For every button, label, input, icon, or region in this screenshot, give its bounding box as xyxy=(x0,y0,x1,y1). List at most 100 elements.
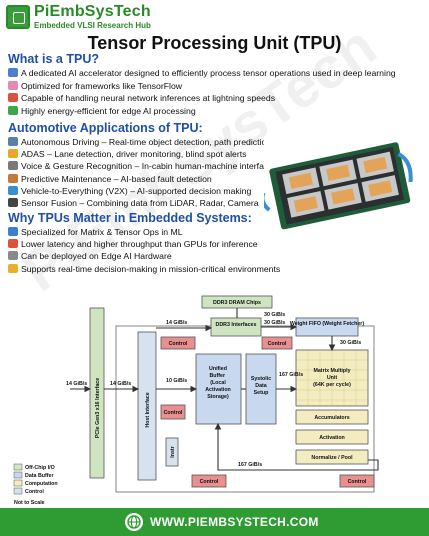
chart-down-icon xyxy=(8,239,18,249)
speaker-icon xyxy=(8,161,18,171)
instr-block xyxy=(165,437,179,467)
what-item: Capable of handling neural network infer… xyxy=(8,93,275,103)
ddr3-interfaces-label: DDR3 Interfaces xyxy=(216,322,257,328)
not-to-scale-label: Not to Scale xyxy=(14,500,45,506)
host-interface-block xyxy=(137,331,157,481)
section-heading-what: What is a TPU? xyxy=(8,52,99,66)
bw-14-host: 14 GiB/s xyxy=(110,381,131,387)
tpu-block-diagram: .bx{stroke:#555;stroke-width:0.8;} .lb{f… xyxy=(13,295,379,506)
why-item: Lower latency and higher throughput than… xyxy=(8,239,258,249)
activation-label: Activation xyxy=(319,435,345,441)
auto-item: Predictive Maintenance – AI-based fault … xyxy=(8,173,212,184)
control-block-5 xyxy=(339,474,375,488)
auto-item-text: ADAS – Lane detection, driver monitoring… xyxy=(21,149,247,160)
control-block-4 xyxy=(191,474,227,488)
auto-item-text: Sensor Fusion – Combining data from LiDA… xyxy=(21,198,259,208)
normalize-label: Normalize / Pool xyxy=(311,455,353,461)
wrench-icon xyxy=(8,251,18,261)
what-item-text: Optimized for frameworks like TensorFlow xyxy=(21,80,183,91)
pin-icon xyxy=(8,263,18,273)
why-item: Supports real-time decision-making in mi… xyxy=(8,263,281,274)
systolic-setup-block xyxy=(245,353,277,425)
auto-item: Voice & Gesture Recognition – In-cabin h… xyxy=(8,161,273,171)
why-item-text: Supports real-time decision-making in mi… xyxy=(21,263,281,274)
control-block-3 xyxy=(160,404,186,420)
magnifier-icon xyxy=(8,68,18,77)
page-title: Tensor Processing Unit (TPU) xyxy=(87,33,342,53)
control-label-4: Control xyxy=(200,479,219,485)
host-interface-label: Host Interface xyxy=(145,392,151,427)
legend-swatch xyxy=(13,479,23,487)
bw-10: 10 GiB/s xyxy=(166,378,187,384)
warning-icon xyxy=(8,149,18,159)
control-block-1 xyxy=(160,336,196,350)
globe-icon xyxy=(8,185,18,195)
auto-item: Autonomous Driving – Real-time object de… xyxy=(8,137,271,147)
legend-label: Control xyxy=(25,489,44,495)
normalize-pool-block xyxy=(295,449,369,465)
globe-icon xyxy=(125,513,143,531)
what-item: Highly energy-efficient for edge AI proc… xyxy=(8,105,196,116)
auto-item-text: Predictive Maintenance – AI-based fault … xyxy=(21,173,212,184)
auto-item-text: Vehicle-to-Everything (V2X) – AI-support… xyxy=(21,185,252,196)
auto-item: ADAS – Lane detection, driver monitoring… xyxy=(8,149,247,159)
brand-name: PiEmbSysTech xyxy=(34,3,151,20)
why-item: Can be deployed on Edge AI Hardware xyxy=(8,251,172,261)
car-icon xyxy=(8,137,18,146)
why-item-text: Specialized for Matrix & Tensor Ops in M… xyxy=(21,227,183,237)
control-label-1: Control xyxy=(169,341,188,347)
bw-14-left: 14 GiB/s xyxy=(66,381,87,387)
legend-swatch xyxy=(13,463,23,471)
control-label-2: Control xyxy=(268,341,287,347)
accumulators-label: Accumulators xyxy=(314,415,349,421)
legend-label: Data Buffer xyxy=(25,473,54,479)
bw-167b: 167 GiB/s xyxy=(238,462,262,468)
control-label-5: Control xyxy=(348,479,367,485)
why-item-text: Lower latency and higher throughput than… xyxy=(21,239,258,250)
rocket-icon xyxy=(8,93,18,102)
what-item: Optimized for frameworks like TensorFlow xyxy=(8,80,183,91)
brain-icon xyxy=(8,80,18,90)
control-block-2 xyxy=(261,336,293,350)
legend-label: Off-Chip I/O xyxy=(25,465,55,471)
why-item: Specialized for Matrix & Tensor Ops in M… xyxy=(8,227,183,237)
section-heading-why: Why TPUs Matter in Embedded Systems: xyxy=(8,211,252,225)
what-item-text: Highly energy-efficient for edge AI proc… xyxy=(21,105,196,116)
pcie-interface-block xyxy=(89,307,105,479)
check-icon xyxy=(8,227,18,236)
weight-fifo-label: Weight FIFO (Weight Fetcher) xyxy=(290,321,364,327)
battery-icon xyxy=(8,105,18,115)
bw-30-mid: 30 GiB/s xyxy=(264,320,285,326)
legend-swatch xyxy=(13,487,23,495)
legend-swatch xyxy=(13,471,23,479)
wrench-icon xyxy=(8,173,18,183)
instr-label: Instr xyxy=(170,446,176,457)
footer-bar xyxy=(0,508,429,536)
tpu-board-image xyxy=(264,137,414,237)
activation-block xyxy=(295,429,369,445)
accumulators-block xyxy=(295,409,369,425)
auto-item: Sensor Fusion – Combining data from LiDA… xyxy=(8,198,259,208)
camera-icon xyxy=(8,198,18,207)
brand-tagline: Embedded VLSI Research Hub xyxy=(34,21,151,30)
logo-chip-icon xyxy=(6,5,30,29)
auto-item-text: Autonomous Driving – Real-time object de… xyxy=(21,137,272,147)
what-item: A dedicated AI accelerator designed to e… xyxy=(8,68,396,78)
website-link[interactable]: WWW.PIEMBSYSTECH.COM xyxy=(150,515,319,529)
auto-item: Vehicle-to-Everything (V2X) – AI-support… xyxy=(8,185,252,196)
why-item-text: Can be deployed on Edge AI Hardware xyxy=(21,251,172,262)
ddr3-chips-label: DDR3 DRAM Chips xyxy=(213,300,261,306)
what-item-text: A dedicated AI accelerator designed to e… xyxy=(21,68,396,78)
bw-167a: 167 GiB/s xyxy=(279,372,303,378)
section-heading-automotive: Automotive Applications of TPU: xyxy=(8,121,203,135)
pcie-label: PCIe Gen3 x16 Interface xyxy=(95,378,101,438)
bw-30-top: 30 GiB/s xyxy=(264,312,285,318)
what-item-text: Capable of handling neural network infer… xyxy=(21,93,276,103)
control-label-3: Control xyxy=(164,410,183,416)
bw-14-top: 14 GiB/s xyxy=(166,320,187,326)
bw-30-right: 30 GiB/s xyxy=(340,340,361,346)
